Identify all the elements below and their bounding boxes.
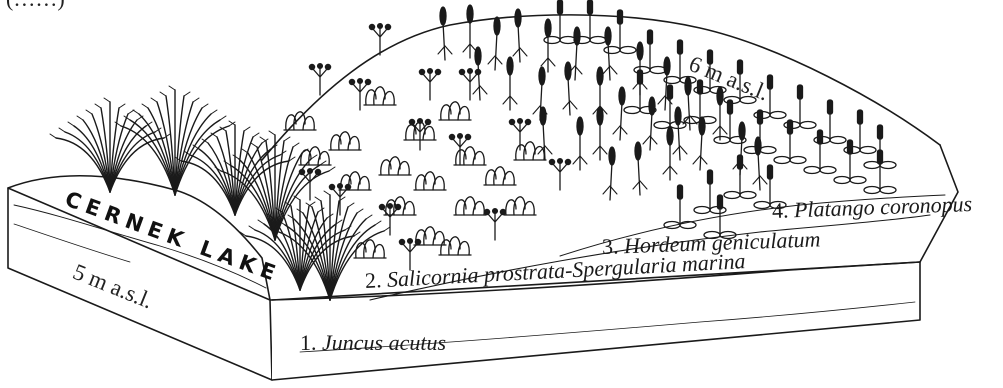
hordeum-spike bbox=[633, 142, 647, 195]
plantago-rosette bbox=[804, 130, 836, 174]
spergularia-stem bbox=[449, 134, 470, 165]
zone-number-1: 1. bbox=[300, 330, 317, 355]
hordeum-spike bbox=[513, 9, 527, 62]
hordeum-spike bbox=[541, 19, 555, 72]
salicornia-clump bbox=[284, 112, 316, 130]
salicornia-clump bbox=[484, 167, 516, 185]
juncus-tussock bbox=[115, 86, 235, 195]
hordeum-spike bbox=[488, 17, 502, 70]
plantago-rosette bbox=[654, 85, 686, 129]
spergularia-stem bbox=[419, 69, 440, 100]
hordeum-spike bbox=[503, 57, 517, 110]
plantago-rosette bbox=[834, 140, 866, 184]
salicornia-spergularia-plants bbox=[284, 24, 571, 270]
hordeum-spike bbox=[573, 117, 587, 170]
plantago-rosette bbox=[864, 150, 896, 194]
zone-species-4: Platango coronopus bbox=[794, 191, 973, 222]
spergularia-stem bbox=[549, 159, 570, 190]
salicornia-clump bbox=[454, 147, 486, 165]
plantago-rosette bbox=[724, 155, 756, 199]
salicornia-clump bbox=[329, 132, 361, 150]
zone-number-3: 3. bbox=[602, 233, 619, 259]
hordeum-spike bbox=[673, 107, 687, 160]
hordeum-spike bbox=[538, 107, 552, 160]
salicornia-clump bbox=[454, 197, 486, 215]
salicornia-clump bbox=[354, 240, 386, 258]
zone-label-1: 1. Juncus acutus bbox=[300, 330, 446, 356]
salicornia-clump bbox=[504, 197, 536, 215]
plantago-rosette bbox=[664, 185, 696, 229]
hordeum-spike bbox=[593, 107, 607, 160]
salicornia-clump bbox=[379, 157, 411, 175]
spergularia-stem bbox=[369, 24, 390, 55]
salicornia-clump bbox=[364, 87, 396, 105]
hordeum-spike bbox=[713, 87, 727, 140]
hordeum-geniculatum-plants bbox=[438, 5, 767, 200]
plantago-rosette bbox=[624, 70, 656, 114]
hordeum-spike bbox=[438, 7, 452, 60]
salicornia-clump bbox=[414, 172, 446, 190]
hordeum-spike bbox=[603, 147, 617, 200]
partial-caption-text: (……) bbox=[6, 0, 65, 12]
spergularia-stem bbox=[484, 209, 505, 240]
salicornia-clump bbox=[439, 102, 471, 120]
spergularia-stem bbox=[509, 119, 530, 150]
spergularia-stem bbox=[459, 69, 480, 100]
spergularia-stem bbox=[379, 204, 400, 235]
hordeum-spike bbox=[663, 127, 677, 180]
zone-number-4: 4. bbox=[772, 197, 789, 223]
salicornia-clump bbox=[339, 172, 371, 190]
zone-species-1: Juncus acutus bbox=[322, 330, 446, 355]
spergularia-stem bbox=[309, 64, 330, 95]
plantago-rosette bbox=[574, 0, 606, 44]
spergularia-stem bbox=[299, 169, 320, 200]
hordeum-spike bbox=[693, 117, 707, 170]
hordeum-spike bbox=[613, 87, 627, 140]
juncus-tussock bbox=[50, 98, 170, 192]
zone-number-2: 2. bbox=[364, 267, 382, 293]
spergularia-stem bbox=[409, 119, 430, 150]
